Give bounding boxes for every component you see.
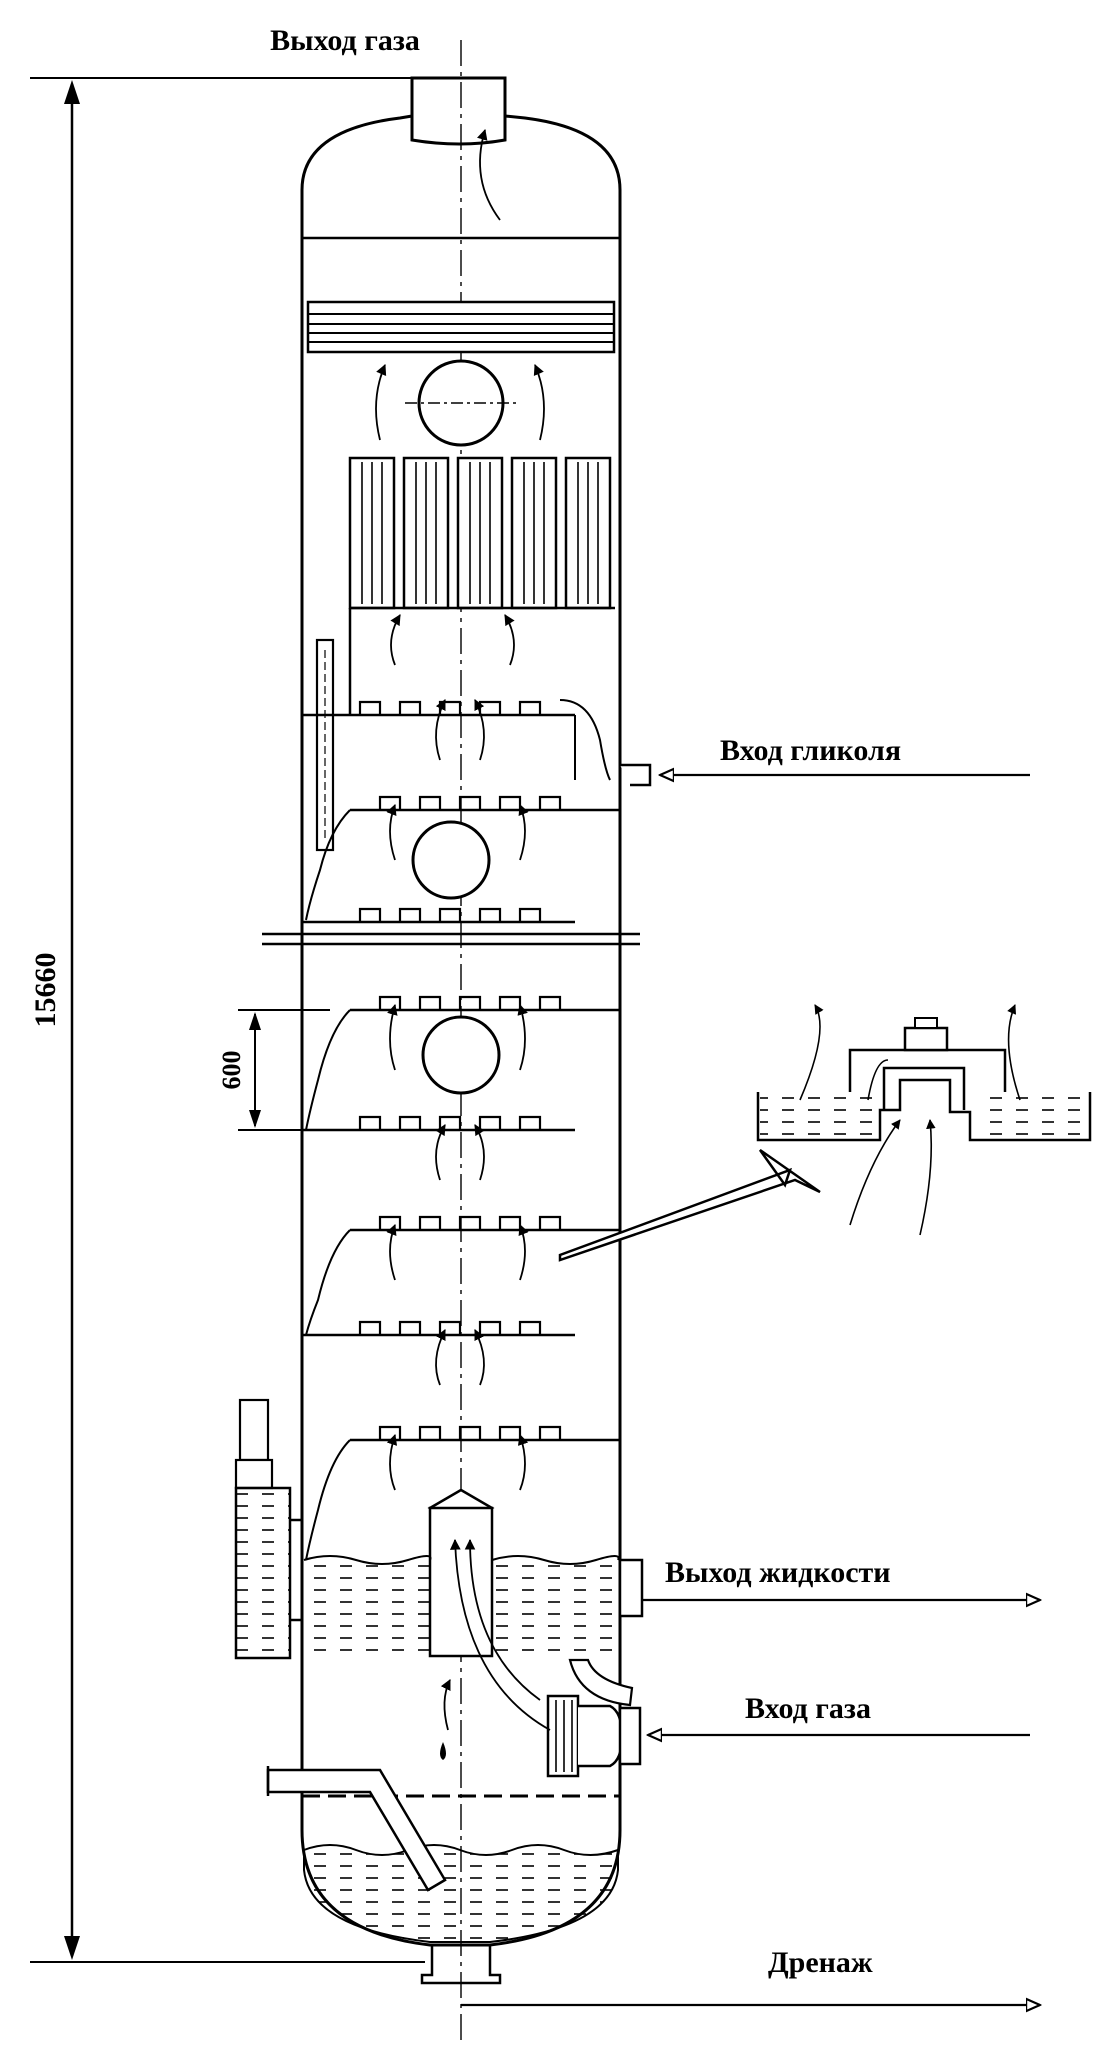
manway-upper (405, 359, 517, 447)
bubble-cap-detail (756, 1004, 1092, 1236)
inclined-inlet-pipe (266, 1766, 447, 1892)
gas-flow-arrows (375, 128, 551, 1731)
gas-riser (427, 1488, 495, 1658)
manway-middle (411, 820, 491, 900)
gas-inlet-distributor (546, 1694, 642, 1778)
total-height-label: 15660 (29, 953, 62, 1028)
level-gauge-upper (315, 638, 335, 852)
tray-5 (302, 1115, 575, 1132)
tray-7 (302, 1320, 575, 1337)
mesh-pad (306, 300, 616, 354)
tray-3 (302, 907, 575, 924)
liquid-outlet-nozzle (568, 1558, 644, 1707)
drain-label: Дренаж (768, 1946, 873, 1979)
filter-cartridges (348, 456, 615, 715)
liquid-outlet-label: Выход жидкости (665, 1556, 891, 1589)
detail-callout-arrow (558, 1148, 821, 1262)
sump-liquid (303, 1844, 619, 1943)
glycol-inlet (620, 763, 1030, 787)
level-gauge-lower (234, 1398, 302, 1660)
tray-1 (302, 699, 611, 781)
gas-inlet-label: Вход газа (745, 1692, 871, 1725)
body-flange (262, 932, 640, 946)
gas-outlet-label: Выход газа (270, 24, 420, 57)
tray-spacing-dimension: 600 (217, 1009, 330, 1131)
droplet-icon (440, 1742, 446, 1760)
tray-6 (305, 1215, 620, 1336)
height-dimension: 15660 (29, 77, 425, 1963)
glycol-inlet-label: Вход гликоля (720, 734, 901, 767)
liquid-pool (303, 1555, 620, 1656)
tray-spacing-label: 600 (217, 1051, 246, 1090)
manway-lower (421, 1015, 501, 1095)
